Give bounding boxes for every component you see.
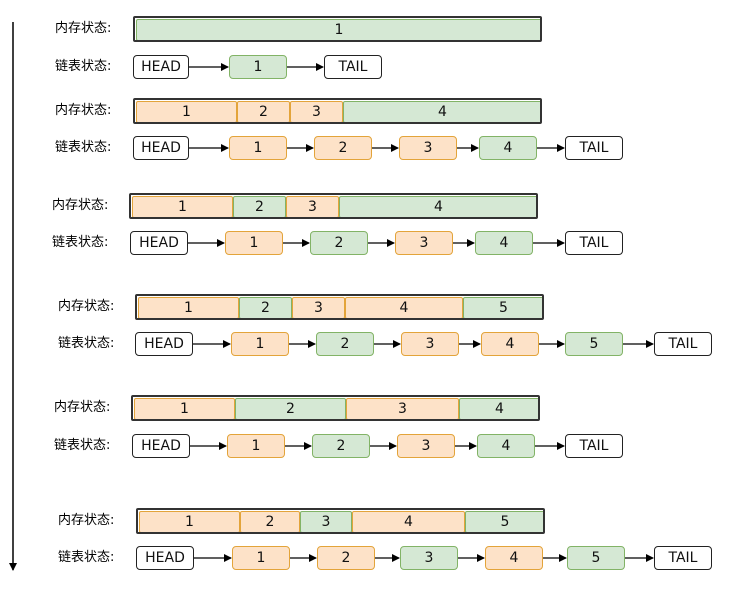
memory-block: 5 bbox=[465, 511, 543, 532]
list-state-label: 链表状态: bbox=[54, 438, 111, 453]
tail-node: TAIL bbox=[565, 434, 623, 458]
list-node: 3 bbox=[395, 231, 453, 255]
list-node: 2 bbox=[316, 332, 374, 356]
list-node: 4 bbox=[485, 546, 543, 570]
head-node: HEAD bbox=[133, 136, 189, 160]
memory-block: 2 bbox=[233, 196, 286, 217]
memory-state-label: 内存状态: bbox=[52, 198, 109, 213]
list-node: 2 bbox=[310, 231, 368, 255]
list-node: 4 bbox=[477, 434, 535, 458]
head-node: HEAD bbox=[136, 546, 194, 570]
head-node: HEAD bbox=[133, 55, 189, 79]
memory-block: 2 bbox=[239, 297, 292, 318]
list-node: 3 bbox=[397, 434, 455, 458]
memory-block: 1 bbox=[136, 19, 540, 40]
memory-block: 4 bbox=[345, 297, 463, 318]
list-state-label: 链表状态: bbox=[58, 550, 115, 565]
memory-block: 4 bbox=[339, 196, 536, 217]
list-node: 2 bbox=[312, 434, 370, 458]
list-node: 1 bbox=[229, 55, 287, 79]
list-node: 1 bbox=[232, 546, 290, 570]
list-node: 4 bbox=[479, 136, 537, 160]
tail-node: TAIL bbox=[654, 332, 712, 356]
list-node: 5 bbox=[565, 332, 623, 356]
memory-bar: 1 bbox=[133, 16, 542, 42]
memory-block: 1 bbox=[136, 101, 237, 122]
memory-block: 2 bbox=[237, 101, 290, 122]
list-node: 1 bbox=[231, 332, 289, 356]
list-state-label: 链表状态: bbox=[55, 140, 112, 155]
memory-block: 4 bbox=[343, 101, 540, 122]
memory-state-label: 内存状态: bbox=[58, 299, 115, 314]
memory-block: 2 bbox=[235, 398, 346, 419]
list-node: 1 bbox=[225, 231, 283, 255]
list-node: 2 bbox=[317, 546, 375, 570]
list-node: 2 bbox=[314, 136, 372, 160]
memory-block: 4 bbox=[352, 511, 465, 532]
tail-node: TAIL bbox=[324, 55, 382, 79]
memory-block: 1 bbox=[132, 196, 233, 217]
memory-block: 3 bbox=[286, 196, 339, 217]
list-node: 3 bbox=[401, 332, 459, 356]
list-node: 1 bbox=[227, 434, 285, 458]
memory-block: 3 bbox=[290, 101, 343, 122]
head-node: HEAD bbox=[130, 231, 188, 255]
list-state-label: 链表状态: bbox=[55, 59, 112, 74]
list-node: 1 bbox=[229, 136, 287, 160]
head-node: HEAD bbox=[135, 332, 193, 356]
memory-state-label: 内存状态: bbox=[58, 513, 115, 528]
memory-block: 1 bbox=[138, 297, 239, 318]
memory-state-label: 内存状态: bbox=[55, 103, 112, 118]
list-state-label: 链表状态: bbox=[58, 336, 115, 351]
list-state-label: 链表状态: bbox=[52, 235, 109, 250]
tail-node: TAIL bbox=[565, 231, 623, 255]
memory-block: 3 bbox=[346, 398, 459, 419]
memory-block: 2 bbox=[240, 511, 300, 532]
memory-block: 3 bbox=[300, 511, 352, 532]
memory-block: 4 bbox=[459, 398, 538, 419]
tail-node: TAIL bbox=[654, 546, 712, 570]
memory-block: 1 bbox=[134, 398, 235, 419]
list-node: 3 bbox=[399, 136, 457, 160]
tail-node: TAIL bbox=[565, 136, 623, 160]
memory-block: 3 bbox=[292, 297, 345, 318]
memory-block: 5 bbox=[463, 297, 542, 318]
list-node: 3 bbox=[400, 546, 458, 570]
list-node: 4 bbox=[481, 332, 539, 356]
memory-block: 1 bbox=[139, 511, 240, 532]
list-node: 4 bbox=[475, 231, 533, 255]
list-node: 5 bbox=[567, 546, 625, 570]
memory-state-label: 内存状态: bbox=[54, 400, 111, 415]
head-node: HEAD bbox=[132, 434, 190, 458]
memory-state-label: 内存状态: bbox=[55, 21, 112, 36]
